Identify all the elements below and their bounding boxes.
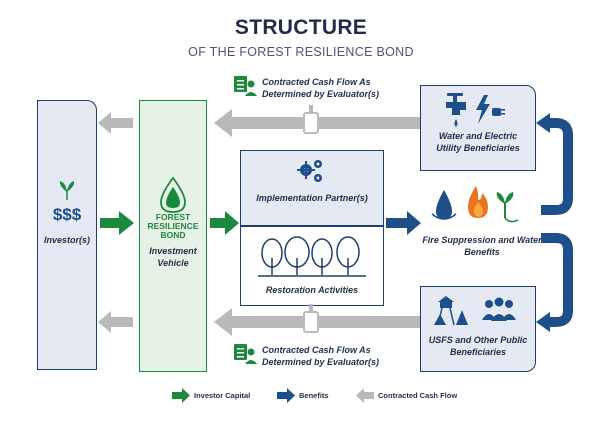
benefits-curve-bottom [541, 233, 573, 327]
flame-icon [468, 186, 488, 218]
frb-investment-vehicle-label: Investment Vehicle [149, 246, 197, 268]
people-icon [482, 297, 516, 321]
svg-text:$$$: $$$ [53, 205, 82, 224]
investors-box [37, 100, 97, 370]
water-drop-icon [431, 190, 457, 220]
investor-capital-arrow-2 [210, 211, 239, 235]
benefits-curve-top [541, 118, 573, 215]
dollar-plant-icon: $$$ [53, 181, 82, 224]
investors-label: Investor(s) [43, 235, 90, 245]
cash-flow-arrow-top [98, 105, 420, 137]
restoration-label: Restoration Activities [265, 285, 359, 295]
gears-icon [297, 160, 322, 182]
benefits-curve-bottom-head [536, 312, 550, 332]
usfs-label: USFS and Other Public Beneficiaries [428, 335, 528, 357]
legend-benefits-arrow [277, 388, 295, 403]
implementation-label: Implementation Partner(s) [256, 193, 368, 203]
implementation-box [240, 150, 384, 226]
contracted-cash-flow-bottom-label: Contracted Cash Flow As Determined by Ev… [262, 345, 380, 367]
frb-logo-text: FOREST RESILIENCE BOND [147, 212, 199, 240]
contracted-cash-flow-top-label: Contracted Cash Flow As Determined by Ev… [262, 77, 380, 99]
trees-icon [258, 236, 366, 277]
lightning-plug-icon [476, 95, 505, 124]
usfs-box [420, 286, 536, 372]
fire-water-benefits-label: Fire Suppression and Water Benefits [422, 235, 542, 257]
legend-investor-capital: Investor Capital [194, 391, 251, 400]
diagram-title: STRUCTURE [234, 16, 368, 39]
legend-cash-flow-arrow [356, 388, 374, 403]
checklist-person-icon [234, 76, 257, 96]
cash-flow-arrow-bottom [98, 304, 420, 336]
legend-investor-capital-arrow [172, 388, 190, 403]
checklist-person-icon [234, 344, 257, 364]
watchtower-icon [434, 296, 468, 326]
water-utility-box [420, 85, 536, 171]
water-utility-label: Water and Electric Utility Beneficiaries [436, 131, 520, 153]
diagram-subtitle: OF THE FOREST RESILIENCE BOND [188, 45, 414, 59]
frb-box [139, 100, 207, 372]
legend-benefits: Benefits [299, 391, 329, 400]
faucet-icon [446, 93, 466, 127]
investor-capital-arrow-1 [100, 211, 134, 235]
frb-drop-logo-icon [160, 176, 186, 213]
plant-plug-icon [496, 192, 519, 223]
benefits-curve-top-head [536, 113, 550, 133]
legend-contracted-cash-flow: Contracted Cash Flow [378, 391, 458, 400]
benefits-arrow [386, 211, 421, 235]
